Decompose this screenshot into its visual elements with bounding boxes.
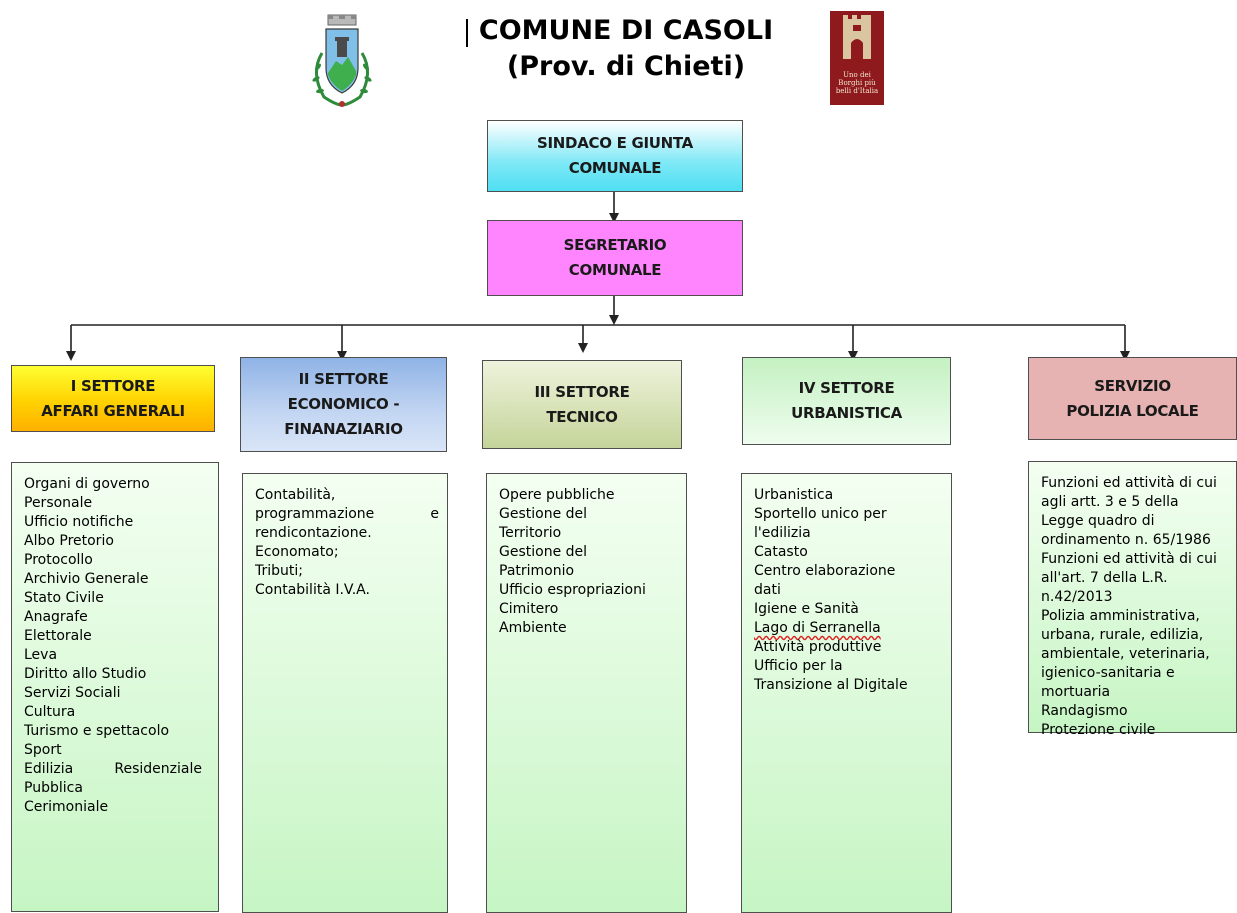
list-item: Protezione civile	[1041, 722, 1156, 738]
page-subtitle: (Prov. di Chieti)	[506, 51, 746, 82]
borghi-badge: Uno dei Borghi più belli d'Italia	[830, 11, 884, 105]
sector-title: II SETTORE ECONOMICO - FINANAZIARIO	[284, 370, 403, 438]
list-item: Personale	[24, 495, 93, 511]
list-item: Gestione del Territorio	[499, 506, 588, 541]
list-item: Organi di governo	[24, 476, 150, 492]
sindaco-giunta-label: SINDACO E GIUNTA COMUNALE	[537, 134, 693, 177]
list-item: Ufficio per la Transizione al Digitale	[754, 658, 908, 693]
sector-title: IV SETTORE URBANISTICA	[791, 379, 902, 422]
sector-header-affari-generali: I SETTORE AFFARI GENERALI	[11, 365, 215, 432]
segretario-box: SEGRETARIO COMUNALE	[487, 220, 743, 296]
sector-header-urbanistica: IV SETTORE URBANISTICA	[742, 357, 951, 445]
sector-title: III SETTORE TECNICO	[534, 382, 630, 426]
list-item: Funzioni ed attività di cui all'art. 7 d…	[1041, 551, 1217, 605]
list-item: Ufficio notifiche	[24, 514, 134, 530]
list-item: Archivio Generale	[24, 571, 149, 587]
list-item: Elettorale	[24, 628, 92, 644]
casoli-crest-icon	[312, 14, 372, 107]
sector-items: Organi di governo Personale Ufficio noti…	[24, 475, 210, 817]
sector-title: I SETTORE AFFARI GENERALI	[41, 376, 185, 420]
list-item: Leva	[24, 647, 58, 663]
list-item: Catasto	[754, 544, 808, 560]
list-item: Ambiente	[499, 620, 567, 636]
list-item: Ufficio espropriazioni	[499, 582, 646, 598]
list-item: Contabilità I.V.A.	[255, 582, 370, 598]
sector-header-economico-finanziario: II SETTORE ECONOMICO - FINANAZIARIO	[240, 357, 447, 452]
list-item: Attività produttive	[754, 639, 882, 655]
list-item: Centro elaborazione dati	[754, 563, 896, 598]
sector-items: Urbanistica Sportello unico per l'ediliz…	[754, 486, 943, 695]
list-item: Economato;	[255, 544, 339, 560]
list-item: Edilizia Residenziale Pubblica	[24, 761, 202, 796]
list-item: Albo Pretorio	[24, 533, 114, 549]
sector-panel-affari-generali: Organi di governo Personale Ufficio noti…	[11, 462, 219, 912]
list-item: Protocollo	[24, 552, 93, 568]
list-item: Cimitero	[499, 601, 559, 617]
sector-title: SERVIZIO POLIZIA LOCALE	[1066, 376, 1199, 420]
sector-items: Contabilità, programmazione e rendiconta…	[255, 486, 439, 600]
list-item: Cerimoniale	[24, 799, 109, 815]
sector-panel-economico-finanziario: Contabilità, programmazione e rendiconta…	[242, 473, 448, 913]
list-item: Anagrafe	[24, 609, 88, 625]
list-item: Urbanistica	[754, 487, 834, 503]
sector-panel-polizia-locale: Funzioni ed attività di cui agli artt. 3…	[1028, 461, 1237, 738]
list-item: Tributi;	[255, 563, 303, 579]
list-item: Stato Civile	[24, 590, 104, 606]
list-item: Servizi Sociali	[24, 685, 121, 701]
page-title: COMUNE DI CASOLI	[478, 15, 774, 46]
list-item: Lago di Serranella	[754, 620, 881, 636]
castle-tower-icon	[843, 15, 871, 59]
list-item: Contabilità, programmazione e rendiconta…	[255, 487, 439, 541]
sector-items: Funzioni ed attività di cui agli artt. 3…	[1041, 474, 1230, 740]
text-cursor	[466, 19, 468, 47]
list-item: Igiene e Sanità	[754, 601, 859, 617]
sector-panel-urbanistica: Urbanistica Sportello unico per l'ediliz…	[741, 473, 952, 913]
sindaco-giunta-box: SINDACO E GIUNTA COMUNALE	[487, 120, 743, 192]
list-item: Sportello unico per l'edilizia	[754, 506, 887, 541]
sector-panel-tecnico: Opere pubbliche Gestione del Territorio …	[486, 473, 687, 913]
sector-items: Opere pubbliche Gestione del Territorio …	[499, 486, 678, 638]
badge-text: Uno dei Borghi più belli d'Italia	[835, 71, 879, 95]
sector-header-polizia-locale: SERVIZIO POLIZIA LOCALE	[1028, 357, 1237, 440]
list-item: Turismo e spettacolo	[24, 723, 170, 739]
list-item: Cultura	[24, 704, 76, 720]
list-item: Polizia amministrativa, urbana, rurale, …	[1041, 608, 1210, 700]
list-item: Randagismo	[1041, 703, 1128, 719]
list-item: Funzioni ed attività di cui agli artt. 3…	[1041, 475, 1217, 548]
list-item: Diritto allo Studio	[24, 666, 147, 682]
list-item: Opere pubbliche	[499, 487, 615, 503]
list-item: Sport	[24, 742, 62, 758]
sector-header-tecnico: III SETTORE TECNICO	[482, 360, 682, 449]
segretario-label: SEGRETARIO COMUNALE	[563, 236, 667, 279]
list-item: Gestione del Patrimonio	[499, 544, 588, 579]
